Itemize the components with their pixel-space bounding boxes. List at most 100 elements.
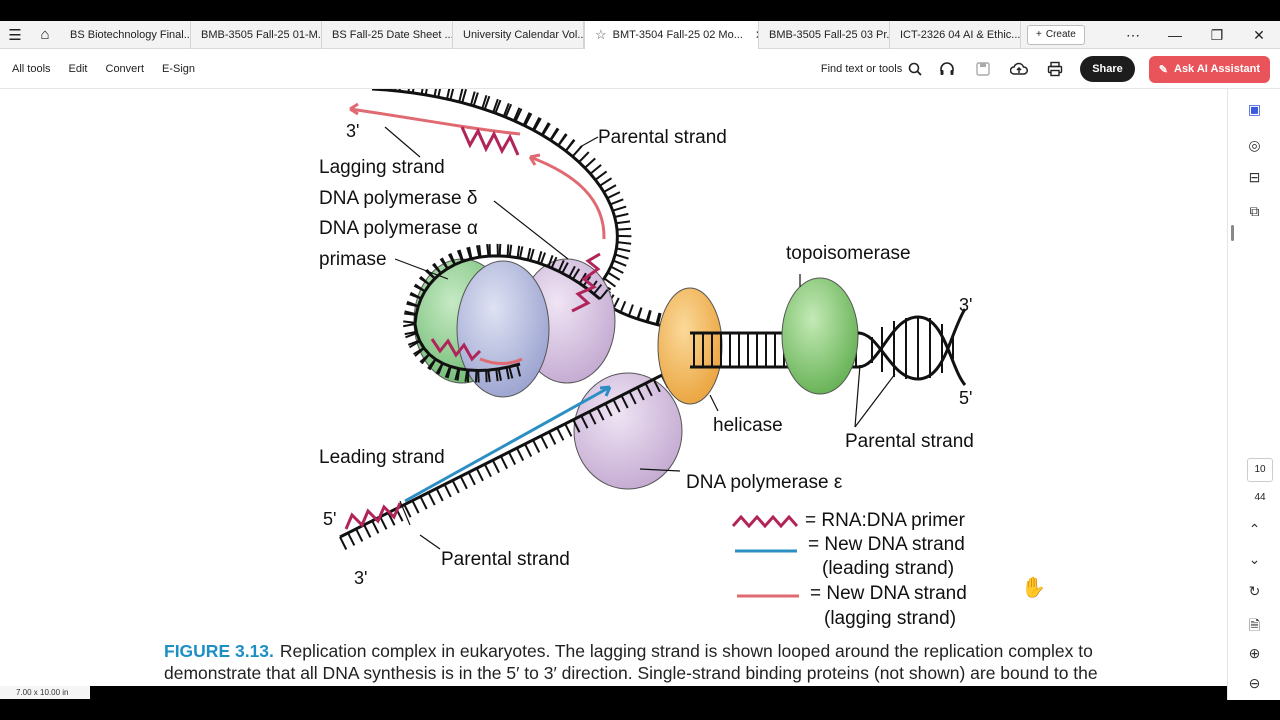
zoom-in-icon[interactable]: ⊕ [1248,645,1261,661]
lagging-loop-rung [448,253,456,266]
lagging-arc-rung [504,103,513,118]
lagging-loop-rung [413,284,426,293]
primer-loop [430,338,482,362]
label-leading-strand: Leading strand [319,447,445,468]
headphones-icon[interactable] [936,58,958,80]
label-pol-delta: DNA polymerase δ [319,188,478,209]
ai-summary-icon[interactable]: ▣ [1247,101,1262,117]
pages-icon[interactable]: ⧉ [1249,203,1260,219]
lagging-arc-rung [610,265,624,274]
tab-1[interactable]: BS Biotechnology Final... [60,20,191,49]
label-topoisomerase: topoisomerase [786,243,911,264]
minimize-icon[interactable]: — [1168,27,1182,43]
menu-convert[interactable]: Convert [105,62,145,75]
lagging-join-rung [656,312,662,326]
restore-icon[interactable]: ❐ [1210,26,1224,43]
page-number-input[interactable]: 10 [1247,458,1273,482]
lagging-arc-rung [541,122,551,136]
share-button[interactable]: Share [1080,56,1135,82]
lagging-loop-rung [572,268,581,280]
leading-strand-rung [451,479,460,494]
tab-7[interactable]: ICT-2326 04 AI & Ethic... [890,20,1021,49]
lagging-arc-rung [449,89,455,101]
menu-all-tools[interactable]: All tools [12,62,51,75]
tab-4[interactable]: University Calendar Vol... [453,20,584,49]
close-tab-icon[interactable]: ✕ [755,28,758,42]
menu-edit[interactable]: Edit [68,62,88,75]
lagging-arc-rung [609,198,624,206]
leading-strand-rung [483,463,492,478]
find-tools[interactable]: Find text or tools [821,62,922,76]
save-icon[interactable] [972,58,994,80]
print-icon[interactable] [1044,58,1066,80]
tab-active[interactable]: ☆ BMT-3504 Fall-25 02 Mo... ✕ [584,20,759,49]
cloud-upload-icon[interactable] [1008,58,1030,80]
lagging-arc-rung [420,89,424,95]
star-icon[interactable]: ☆ [595,26,607,42]
leading-strand-rung [339,536,348,550]
lagging-loop-rung [539,252,547,265]
ask-ai-button[interactable]: ✎ Ask AI Assistant [1148,55,1270,83]
lagging-arc-rung [532,117,541,131]
window-close-icon[interactable]: ✕ [1253,26,1265,43]
lagging-arc-rung [571,145,583,158]
leading-strand-rung [443,483,452,498]
lagging-loop-rung [428,358,437,371]
chevron-up-icon[interactable]: ⌃ [1248,521,1261,537]
lagging-loop-rung [506,244,510,257]
more-icon[interactable]: ⋯ [1126,26,1140,43]
topoisomerase-blob [781,277,859,395]
replication-figure [339,89,967,598]
pol-epsilon-blob [573,372,683,490]
lagging-loop-rung [557,259,565,272]
tab-6[interactable]: BMB-3505 Fall-25 03 Pr... [759,20,890,49]
lagging-loop-rung [464,369,469,382]
file-info-icon[interactable]: 🗎 [1248,617,1261,633]
chevron-down-icon[interactable]: ⌄ [1248,551,1261,567]
home-icon[interactable]: ⌂ [40,26,50,43]
tab-3[interactable]: BS Fall-25 Date Sheet ... [322,20,453,49]
lagging-loop-rung [432,263,442,274]
zoom-out-icon[interactable]: ⊖ [1248,675,1261,691]
lagging-loop-rung [475,245,481,258]
lagging-arc-rung [514,108,523,122]
refresh-icon[interactable]: ↻ [1248,583,1261,599]
leader-line [579,136,599,148]
bookmark-icon[interactable]: ⊟ [1248,169,1261,185]
label-3-right: 3' [959,295,973,315]
lagging-loop-rung [550,256,558,269]
lagging-loop-rung [419,276,431,286]
lagging-loop-rung [406,302,419,308]
pdf-page: 3' Lagging strand Parental strand DNA po… [0,89,1227,686]
menu-esign[interactable]: E-Sign [162,62,196,75]
lagging-loop-rung [599,289,609,300]
leading-strand-rung [524,443,533,457]
menu-icon[interactable]: ☰ [8,26,22,44]
lagging-arc-rung [481,94,488,109]
leader-line [419,534,441,550]
legend-lagging-1: = New DNA strand [810,583,967,604]
create-button[interactable]: +Create [1027,24,1085,45]
figure-label: FIGURE 3.13. [164,641,274,661]
leading-strand-rung [620,395,629,409]
leading-strand-rung [596,407,605,421]
comment-icon[interactable]: ◎ [1248,137,1261,153]
legend-primer-symbol [731,514,799,529]
document-viewer[interactable]: 3' Lagging strand Parental strand DNA po… [0,89,1227,686]
lagging-arc-rung [599,177,613,187]
tab-label: ICT-2326 04 AI & Ethic... [900,28,1021,41]
leader-line [399,500,411,526]
lagging-loop-rung [403,320,416,324]
label-3-bottom: 3' [354,568,368,588]
leading-strand-rung [652,378,661,393]
lagging-new-strand-top [349,107,521,136]
lagging-arc-rung [549,128,560,141]
lagging-join-rung [655,312,661,325]
label-primase: primase [319,249,387,270]
tab-2[interactable]: BMB-3505 Fall-25 01-M... [191,20,322,49]
label-3-top: 3' [346,121,360,141]
lagging-loop-rung [403,323,416,328]
lagging-arc-rung [411,89,415,94]
vertical-scrollbar[interactable] [1231,225,1234,241]
lagging-loop-rung [486,244,490,257]
